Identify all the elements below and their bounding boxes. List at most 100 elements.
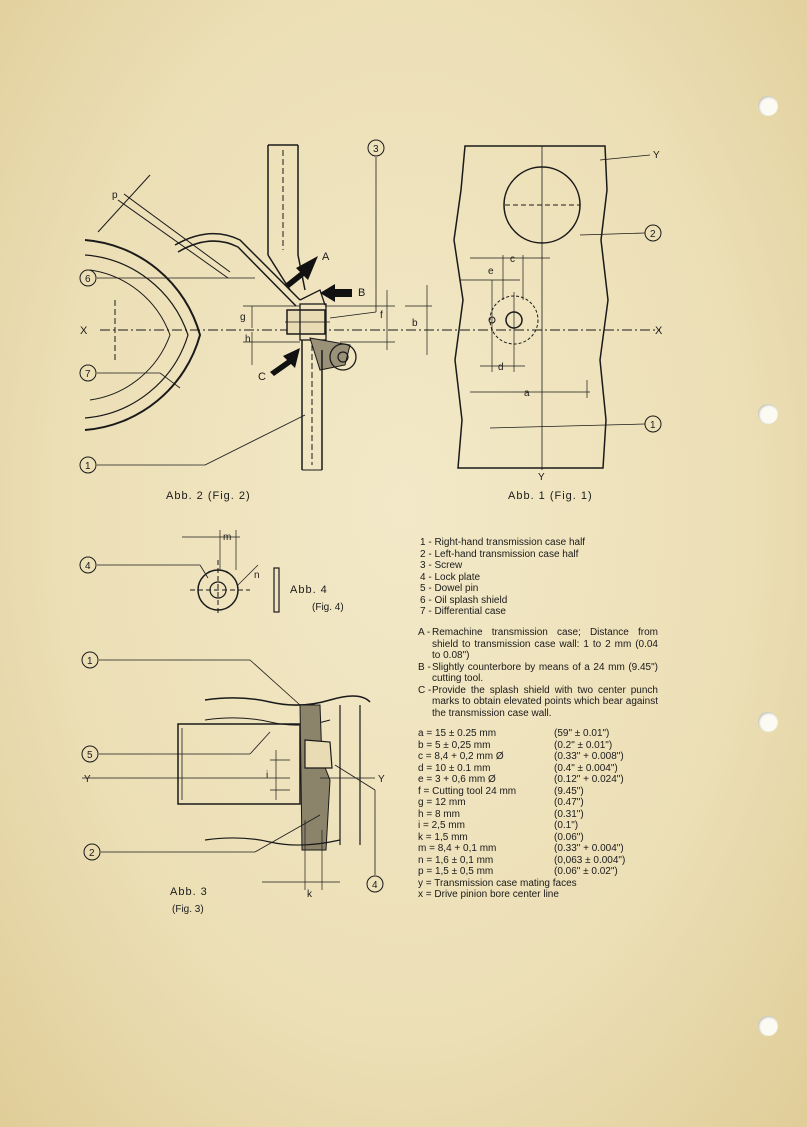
dimension-specs: a = 15 ± 0.25 mm (59" ± 0.01") b = 5 ± 0,… <box>418 728 694 901</box>
spec-row: g = 12 mm (0.47") <box>418 797 694 809</box>
spec-metric: n = 1,6 ± 0,1 mm <box>418 854 494 866</box>
fig1-callout-2: 2 <box>650 229 656 240</box>
fig3-caption-1: Abb. 3 <box>170 886 208 898</box>
dim-c-label: c <box>510 254 515 265</box>
spec-imperial: (9.45") <box>554 785 584 797</box>
spec-imperial: (0.33" + 0.008") <box>554 751 624 762</box>
x-axis-label-right: X <box>655 325 663 337</box>
spec-imperial: (0.12" + 0.024") <box>554 774 624 785</box>
spec-row: h = 8 mm(0.31") <box>418 809 694 821</box>
y-axis-label-bottom: Y <box>538 472 545 483</box>
fig3-y-label-left: Y <box>84 774 91 785</box>
dim-b-label: b <box>412 318 418 329</box>
legend-item: 5 - Dowel pin <box>420 583 479 594</box>
legend-item: 7 - Differential case <box>420 606 506 617</box>
spec-row: c = 8,4 + 0,2 mm Ø (0.33" + 0.008") <box>418 751 694 763</box>
spec-imperial: (0,063 ± 0.004") <box>554 854 626 866</box>
legend-item: 4 - Lock plate <box>420 571 481 583</box>
legend-item: 3 - Screw <box>420 560 463 571</box>
spec-metric: b = 5 ± 0,25 mm <box>418 739 491 751</box>
spec-imperial: (0.4" ± 0.004") <box>554 762 618 774</box>
spec-metric: h = 8 mm <box>418 808 460 820</box>
spec-row: f = Cutting tool 24 mm (9.45") <box>418 786 694 798</box>
fig3-callout-1: 1 <box>87 656 93 667</box>
spec-footer-x: x = Drive pinion bore center line <box>418 889 559 900</box>
binder-hole <box>758 1016 778 1036</box>
fig3-drawing: Y Y i k 1 5 2 4 <box>81 651 385 900</box>
spec-metric: e = 3 + 0,6 mm Ø <box>418 774 496 785</box>
spec-imperial: (0.06" ± 0.02") <box>554 866 618 877</box>
dim-p-label: p <box>112 190 118 201</box>
fig3-callout-5: 5 <box>87 750 93 761</box>
fig2-callout-7: 7 <box>85 369 91 380</box>
arrow-C-label: C <box>258 371 266 383</box>
spec-row: k = 1,5 mm (0.06") <box>418 832 694 844</box>
fig2-callout-6: 6 <box>85 274 91 285</box>
dim-f-label: f <box>380 310 383 321</box>
fig3-caption-2: (Fig. 3) <box>172 904 204 915</box>
arrow-B-label: B <box>358 287 365 299</box>
spec-row: p = 1,5 ± 0,5 mm (0.06" ± 0.02") <box>418 866 694 878</box>
parts-legend: 1 - Right-hand transmission case half 2 … <box>420 537 585 618</box>
note-item: C -Provide the splash shield with two ce… <box>418 685 658 720</box>
dim-n-label: n <box>254 570 260 581</box>
note-key: A - <box>418 627 431 638</box>
fig2-caption: Abb. 2 (Fig. 2) <box>166 490 251 502</box>
spec-imperial: (0.1") <box>554 820 579 831</box>
note-text: Remachine transmission case; Distance fr… <box>432 627 658 661</box>
dim-m-label: m <box>223 532 231 543</box>
dim-d-label: d <box>498 362 504 373</box>
fig4-caption-2: (Fig. 4) <box>312 602 344 613</box>
fig3-callout-2: 2 <box>89 848 95 859</box>
note-key: C - <box>418 684 432 696</box>
spec-imperial: (0.47") <box>554 797 584 808</box>
legend-item: 1 - Right-hand transmission case half <box>420 537 586 548</box>
arrow-A-label: A <box>322 251 330 263</box>
spec-imperial: (59" ± 0.01") <box>554 728 610 739</box>
spec-metric: g = 12 mm <box>418 797 466 808</box>
spec-row: a = 15 ± 0.25 mm (59" ± 0.01") <box>418 728 694 740</box>
spec-metric: k = 1,5 mm <box>418 831 468 843</box>
spec-footer-y: y = Transmission case mating faces <box>418 877 577 889</box>
fig4-callout-4: 4 <box>85 561 91 572</box>
dim-e-label: e <box>488 266 494 277</box>
dim-g-label: g <box>240 312 246 323</box>
x-axis-label-left: X <box>80 325 88 337</box>
spec-row: i = 2,5 mm (0.1") <box>418 820 694 832</box>
spec-metric: i = 2,5 mm <box>418 820 465 831</box>
spec-imperial: (0.33" + 0.004") <box>554 843 624 854</box>
fig2-callout-1: 1 <box>85 461 91 472</box>
note-item: A -Remachine transmission case; Distance… <box>418 627 658 662</box>
note-text: Provide the splash shield with two cente… <box>432 684 658 719</box>
spec-row: m = 8,4 + 0,1 mm (0.33" + 0.004") <box>418 843 694 855</box>
procedure-notes: A -Remachine transmission case; Distance… <box>418 627 658 719</box>
fig4-caption-1: Abb. 4 <box>290 584 328 596</box>
fig1-drawing: Y 2 c e d a b X 1 Y <box>405 145 663 483</box>
fig1-callout-1: 1 <box>650 420 656 431</box>
fig2-callout-3: 3 <box>373 144 379 155</box>
spec-metric: a = 15 ± 0.25 mm <box>418 728 497 739</box>
spec-row: d = 10 ± 0.1 mm (0.4" ± 0.004") <box>418 763 694 775</box>
fig1-caption: Abb. 1 (Fig. 1) <box>508 490 593 502</box>
spec-metric: m = 8,4 + 0,1 mm <box>418 843 497 854</box>
binder-hole <box>758 96 778 116</box>
spec-metric: d = 10 ± 0.1 mm <box>418 762 491 774</box>
fig3-y-label-right: Y <box>378 774 385 785</box>
legend-item: 6 - Oil splash shield <box>420 594 508 606</box>
spec-metric: c = 8,4 + 0,2 mm Ø <box>418 751 504 762</box>
spec-metric: p = 1,5 ± 0,5 mm <box>418 866 494 877</box>
spec-row: n = 1,6 ± 0,1 mm (0,063 ± 0.004") <box>418 855 694 867</box>
note-item: B -Slightly counterbore by means of a 24… <box>418 662 658 685</box>
binder-hole <box>758 404 778 424</box>
note-text: Slightly counterbore by means of a 24 mm… <box>432 661 658 685</box>
spec-metric: f = Cutting tool 24 mm <box>418 785 517 797</box>
binder-hole <box>758 712 778 732</box>
dim-a-label: a <box>524 388 530 399</box>
dim-h-label: h <box>245 334 251 345</box>
spec-imperial: (0.06") <box>554 831 584 843</box>
y-axis-label-top: Y <box>653 150 660 161</box>
spec-row: e = 3 + 0,6 mm Ø (0.12" + 0.024") <box>418 774 694 786</box>
spec-imperial: (0.2" ± 0.01") <box>554 739 613 751</box>
